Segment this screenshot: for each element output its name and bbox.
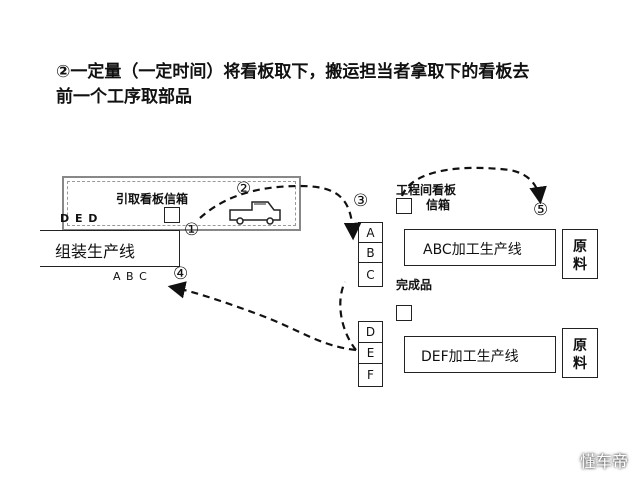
step-5-marker: ⑤ (533, 200, 549, 220)
title-line-1: ②一定量（一定时间）将看板取下，搬运担当者拿取下的看板去 (56, 62, 530, 82)
abc-line-box: ABC加工生产线 (404, 229, 556, 266)
truck-icon (229, 201, 281, 225)
raw-material-box-2: 原 料 (562, 328, 598, 378)
assembly-top-letters: D E D (60, 212, 99, 225)
diagram-title: ②一定量（一定时间）将看板取下，搬运担当者拿取下的看板去 前一个工序取部品 (56, 60, 529, 110)
stack-cell-a: A (358, 222, 383, 243)
process-mailbox-slot (396, 198, 412, 214)
assembly-bottom-letters: A B C (113, 270, 148, 283)
title-line-2: 前一个工序取部品 (56, 87, 192, 107)
step-2-marker: ② (236, 179, 252, 199)
stack-cell-b: B (358, 242, 383, 263)
step-3-marker: ③ (353, 191, 369, 211)
stack-cell-e: E (358, 342, 383, 364)
step-1-marker: ① (184, 220, 200, 240)
finished-goods-slot (396, 305, 412, 321)
abc-line-label: ABC加工生产线 (423, 242, 522, 258)
pickup-mailbox-slot (164, 207, 180, 223)
pickup-mailbox-label: 引取看板信箱 (116, 192, 189, 206)
raw-material-box-1: 原 料 (562, 229, 598, 279)
step-4-marker: ④ (173, 264, 189, 284)
arrow-stack-connector (339, 281, 357, 351)
finished-goods-label: 完成品 (396, 278, 433, 292)
assembly-line-box: 组装生产线 (40, 230, 180, 267)
stack-cell-d: D (358, 321, 383, 343)
stack-cell-f: F (358, 363, 383, 387)
def-line-label: DEF加工生产线 (421, 349, 519, 365)
stack-cell-c: C (358, 262, 383, 287)
watermark-logo: 懂车帝 (579, 452, 628, 471)
arrow-stack-to-assembly (167, 281, 357, 352)
assembly-line-label: 组装生产线 (55, 242, 136, 261)
def-line-box: DEF加工生产线 (404, 336, 556, 373)
process-mailbox-label-2: 信箱 (426, 198, 451, 212)
